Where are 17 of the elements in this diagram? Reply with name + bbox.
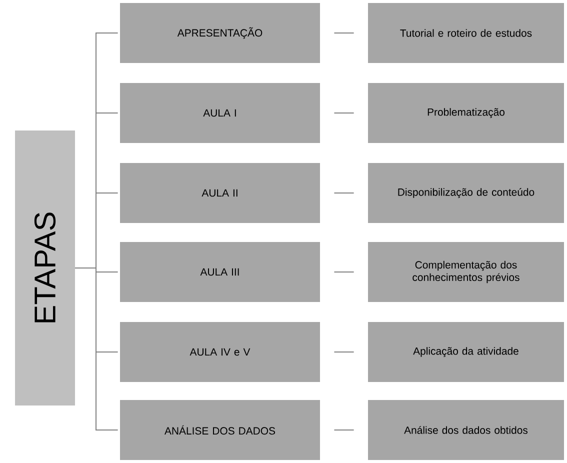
description-box: Disponibilização de conteúdo xyxy=(368,163,564,223)
stage-box: AULA III xyxy=(120,242,320,302)
stage-box: AULA IV e V xyxy=(120,322,320,382)
stage-box: AULA II xyxy=(120,163,320,223)
connector-line xyxy=(74,268,118,430)
stage-box: ANÁLISE DOS DADOS xyxy=(120,400,320,460)
connector-line xyxy=(334,192,354,194)
description-box: Problematização xyxy=(368,83,564,143)
description-box: Análise dos dados obtidos xyxy=(368,400,564,460)
stage-box: APRESENTAÇÃO xyxy=(120,3,320,63)
description-box: Tutorial e roteiro de estudos xyxy=(368,3,564,63)
connector-line xyxy=(334,32,354,34)
connector-line xyxy=(334,112,354,114)
stage-box: AULA I xyxy=(120,83,320,143)
description-box: Aplicação da atividade xyxy=(368,322,564,382)
description-box: Complementação dos conhecimentos prévios xyxy=(368,242,564,302)
stages-box: ETAPAS xyxy=(15,130,75,406)
